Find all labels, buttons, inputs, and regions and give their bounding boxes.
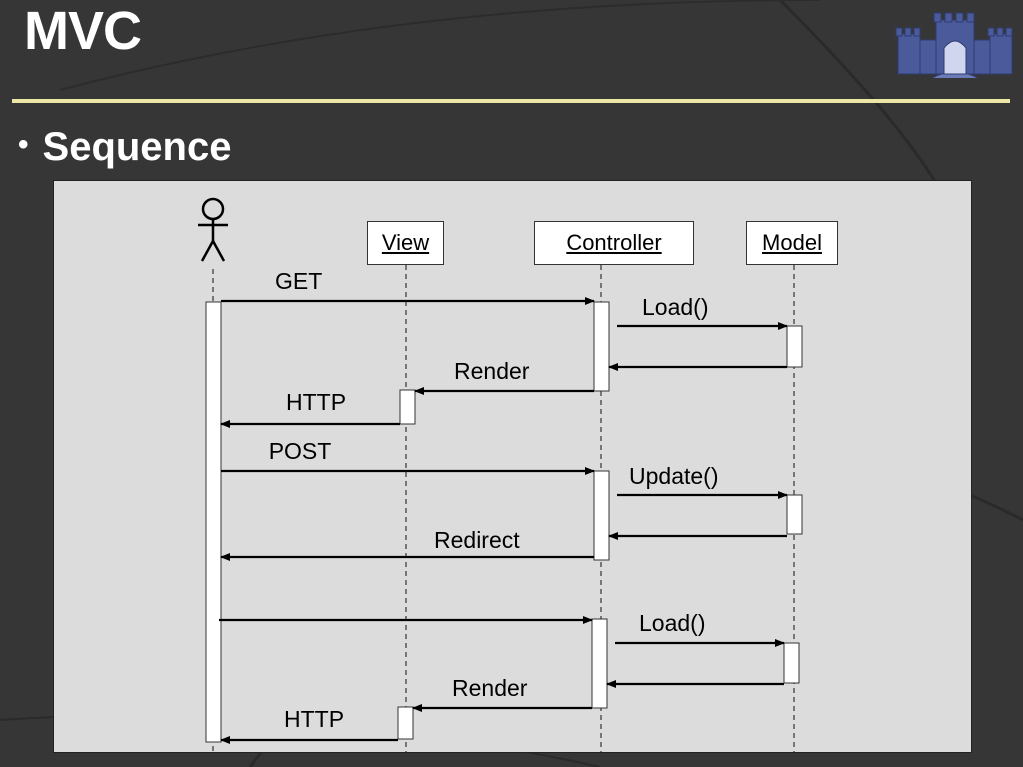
message-label-http-2: HTTP (284, 706, 345, 732)
message-label-get: GET (275, 268, 323, 294)
message-label-redirect: Redirect (434, 527, 520, 553)
message-label-http-1: HTTP (286, 389, 347, 415)
activation-controller-1 (593, 301, 610, 392)
activation-model-3 (783, 642, 800, 684)
diagram-lines (198, 197, 803, 752)
bullet-item: • Sequence (18, 125, 231, 170)
participant-model: Model (746, 221, 838, 265)
message-arrows (219, 297, 788, 744)
bullet-dot-icon: • (18, 128, 29, 161)
slide-title: MVC (24, 1, 142, 61)
activation-model-1 (786, 325, 803, 368)
message-label-load-2: Load() (639, 610, 706, 636)
title-divider (12, 99, 1010, 103)
activation-controller-3 (591, 618, 608, 709)
message-label-load-1: Load() (642, 294, 709, 320)
participant-view: View (367, 221, 444, 265)
actor-stick-figure-icon (198, 197, 228, 262)
activation-view-1 (399, 389, 416, 425)
castle-logo-icon (895, 12, 1013, 79)
participant-controller: Controller (534, 221, 694, 265)
activation-view-2 (397, 706, 414, 740)
sequence-diagram: View Controller Model GET Load() Render … (53, 180, 972, 753)
activation-actor (205, 301, 222, 743)
activation-model-2 (786, 494, 803, 535)
message-label-post: POST (268, 438, 332, 464)
activation-controller-2 (593, 470, 610, 561)
activation-bars (205, 301, 803, 743)
bullet-text: Sequence (42, 125, 232, 169)
message-label-render-1: Render (454, 358, 530, 384)
message-label-update: Update() (629, 463, 719, 489)
message-label-render-2: Render (452, 675, 528, 701)
